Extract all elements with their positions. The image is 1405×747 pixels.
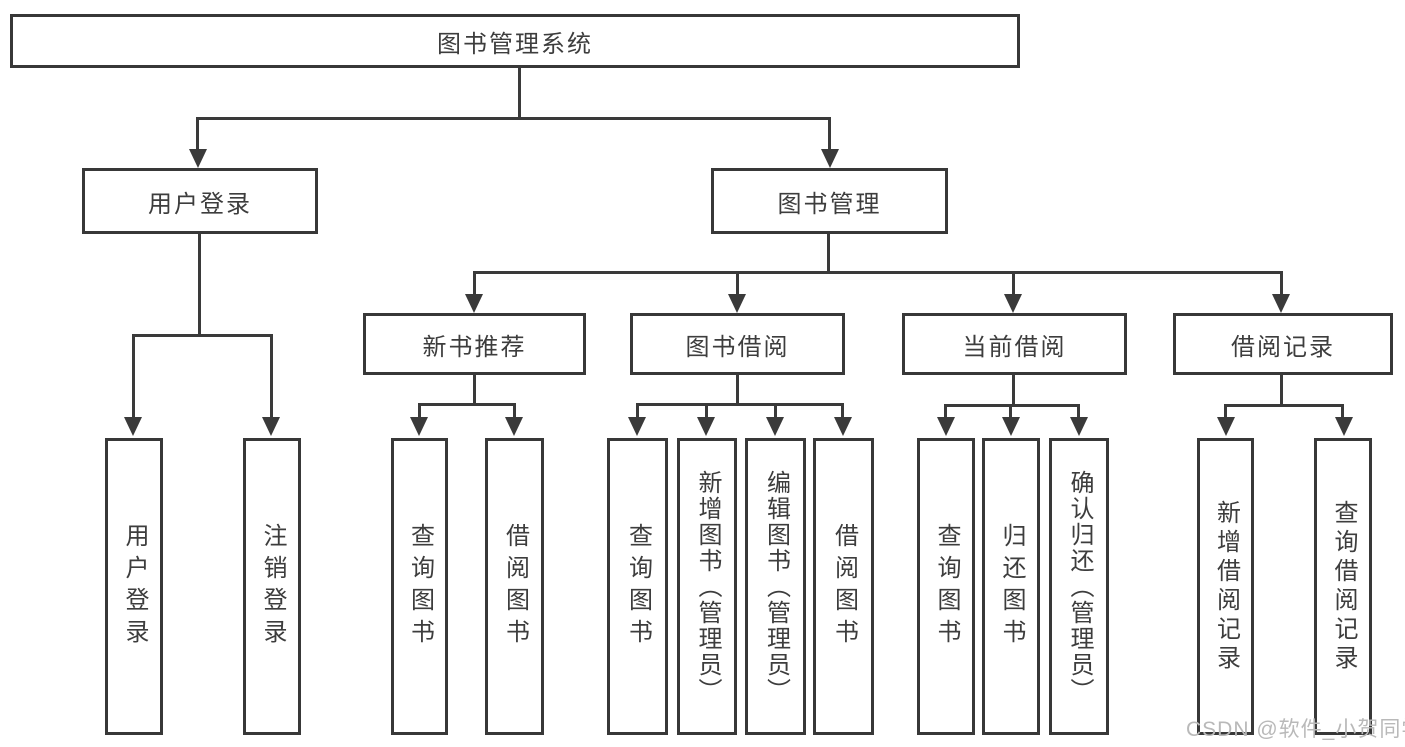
node-book-management-label: 图书管理 — [777, 190, 882, 218]
connector-root-arm-right — [828, 117, 831, 151]
arrowhead-down-current-borrow — [1004, 294, 1022, 313]
connector-arm-query-record — [1341, 404, 1344, 419]
leaf-confirm-return-admin: 确认归还（管理员） — [1049, 438, 1109, 735]
arrowhead-down-edit-books — [766, 417, 784, 436]
connector-root-stem — [518, 68, 521, 119]
leaf-user-login-label: 用户登录 — [121, 522, 148, 651]
connector-arm-book-borrow — [736, 271, 739, 296]
node-new-book-recommend-label: 新书推荐 — [422, 333, 527, 361]
leaf-edit-books-admin: 编辑图书（管理员） — [745, 438, 806, 735]
node-library-system: 图书管理系统 — [10, 14, 1020, 68]
node-book-management: 图书管理 — [711, 168, 948, 234]
connector-book-management-stem — [827, 234, 830, 274]
node-current-borrow-label: 当前借阅 — [962, 333, 1067, 361]
leaf-query-books-recommend: 查询图书 — [391, 438, 448, 735]
arrowhead-down-borrow-records — [1272, 294, 1290, 313]
arrowhead-down-book-borrow — [728, 294, 746, 313]
arrowhead-down-query-record — [1335, 417, 1353, 436]
leaf-add-books-admin: 新增图书（管理员） — [677, 438, 737, 735]
leaf-return-books-label: 归还图书 — [998, 522, 1025, 651]
leaf-query-books-current-label: 查询图书 — [933, 522, 960, 651]
connector-arm-current-borrow — [1012, 271, 1015, 296]
node-user-login-group-label: 用户登录 — [148, 190, 252, 218]
leaf-query-borrow-record: 查询借阅记录 — [1314, 438, 1372, 735]
connector-root-split — [196, 117, 831, 120]
connector-arm-return-books — [1009, 404, 1012, 419]
arrowhead-down-query-books-3 — [937, 417, 955, 436]
connector-book-borrow-stem — [736, 374, 739, 406]
connector-arm-add-books — [705, 403, 708, 419]
node-user-login-group: 用户登录 — [82, 168, 318, 234]
leaf-query-books-recommend-label: 查询图书 — [406, 522, 434, 651]
connector-borrow-records-split — [1224, 404, 1344, 407]
connector-arm-leaf-logout — [270, 334, 273, 419]
node-library-system-label: 图书管理系统 — [437, 30, 593, 58]
node-borrow-records-label: 借阅记录 — [1231, 333, 1335, 361]
connector-arm-borrow-books-2 — [841, 403, 844, 419]
connector-arm-query-books-2 — [636, 403, 639, 419]
leaf-logout-login: 注销登录 — [243, 438, 301, 735]
connector-level3-split — [473, 271, 1283, 274]
connector-root-arm-left — [196, 117, 199, 151]
csdn-watermark: CSDN @软件_小贺同学 — [1186, 718, 1405, 741]
arrowhead-down-query-books-1 — [410, 417, 428, 436]
connector-user-login-split — [132, 334, 273, 337]
connector-borrow-records-stem — [1280, 374, 1283, 407]
arrowhead-down-borrow-books-1 — [505, 417, 523, 436]
connector-arm-leaf-user-login — [132, 334, 135, 419]
arrowhead-down-query-books-2 — [628, 417, 646, 436]
connector-arm-edit-books — [774, 403, 777, 419]
connector-arm-query-books-3 — [944, 404, 947, 419]
leaf-query-books-current: 查询图书 — [917, 438, 975, 735]
node-current-borrow: 当前借阅 — [902, 313, 1127, 375]
arrowhead-down-borrow-books-2 — [834, 417, 852, 436]
arrowhead-down-new-book — [465, 294, 483, 313]
connector-arm-borrow-books-1 — [513, 403, 516, 419]
connector-book-borrow-split — [636, 403, 844, 406]
leaf-confirm-return-admin-label: 确认归还（管理员） — [1066, 469, 1093, 704]
arrowhead-down-leaf-logout — [262, 417, 280, 436]
connector-user-login-stem — [198, 234, 201, 337]
arrowhead-down-book-management — [821, 149, 839, 168]
leaf-logout-login-label: 注销登录 — [259, 522, 286, 651]
leaf-borrow-books-recommend-label: 借阅图书 — [501, 522, 529, 651]
arrowhead-down-return-books — [1002, 417, 1020, 436]
connector-current-borrow-stem — [1012, 374, 1015, 407]
leaf-return-books: 归还图书 — [982, 438, 1040, 735]
arrowhead-down-confirm-return — [1070, 417, 1088, 436]
leaf-borrow-books-borrow-label: 借阅图书 — [830, 522, 858, 651]
connector-arm-add-record — [1224, 404, 1227, 419]
node-borrow-records: 借阅记录 — [1173, 313, 1393, 375]
connector-new-book-split — [418, 403, 516, 406]
arrowhead-down-user-login — [189, 149, 207, 168]
arrowhead-down-add-record — [1217, 417, 1235, 436]
leaf-query-books-borrow: 查询图书 — [607, 438, 668, 735]
node-book-borrow-label: 图书借阅 — [685, 333, 790, 361]
node-book-borrow: 图书借阅 — [630, 313, 845, 375]
leaf-add-books-admin-label: 新增图书（管理员） — [694, 469, 721, 704]
arrowhead-down-add-books — [697, 417, 715, 436]
connector-arm-borrow-records — [1280, 271, 1283, 296]
leaf-add-borrow-record: 新增借阅记录 — [1197, 438, 1254, 735]
leaf-borrow-books-borrow: 借阅图书 — [813, 438, 874, 735]
arrowhead-down-leaf-user-login — [124, 417, 142, 436]
connector-arm-confirm-return — [1077, 404, 1080, 419]
leaf-borrow-books-recommend: 借阅图书 — [485, 438, 544, 735]
leaf-query-books-borrow-label: 查询图书 — [624, 522, 652, 651]
leaf-user-login: 用户登录 — [105, 438, 163, 735]
leaf-edit-books-admin-label: 编辑图书（管理员） — [762, 469, 790, 704]
connector-new-book-stem — [473, 374, 476, 406]
node-new-book-recommend: 新书推荐 — [363, 313, 586, 375]
connector-current-borrow-split — [944, 404, 1080, 407]
connector-arm-query-books-1 — [418, 403, 421, 419]
leaf-query-borrow-record-label: 查询借阅记录 — [1330, 499, 1357, 674]
connector-arm-new-book — [473, 271, 476, 296]
leaf-add-borrow-record-label: 新增借阅记录 — [1212, 499, 1240, 674]
